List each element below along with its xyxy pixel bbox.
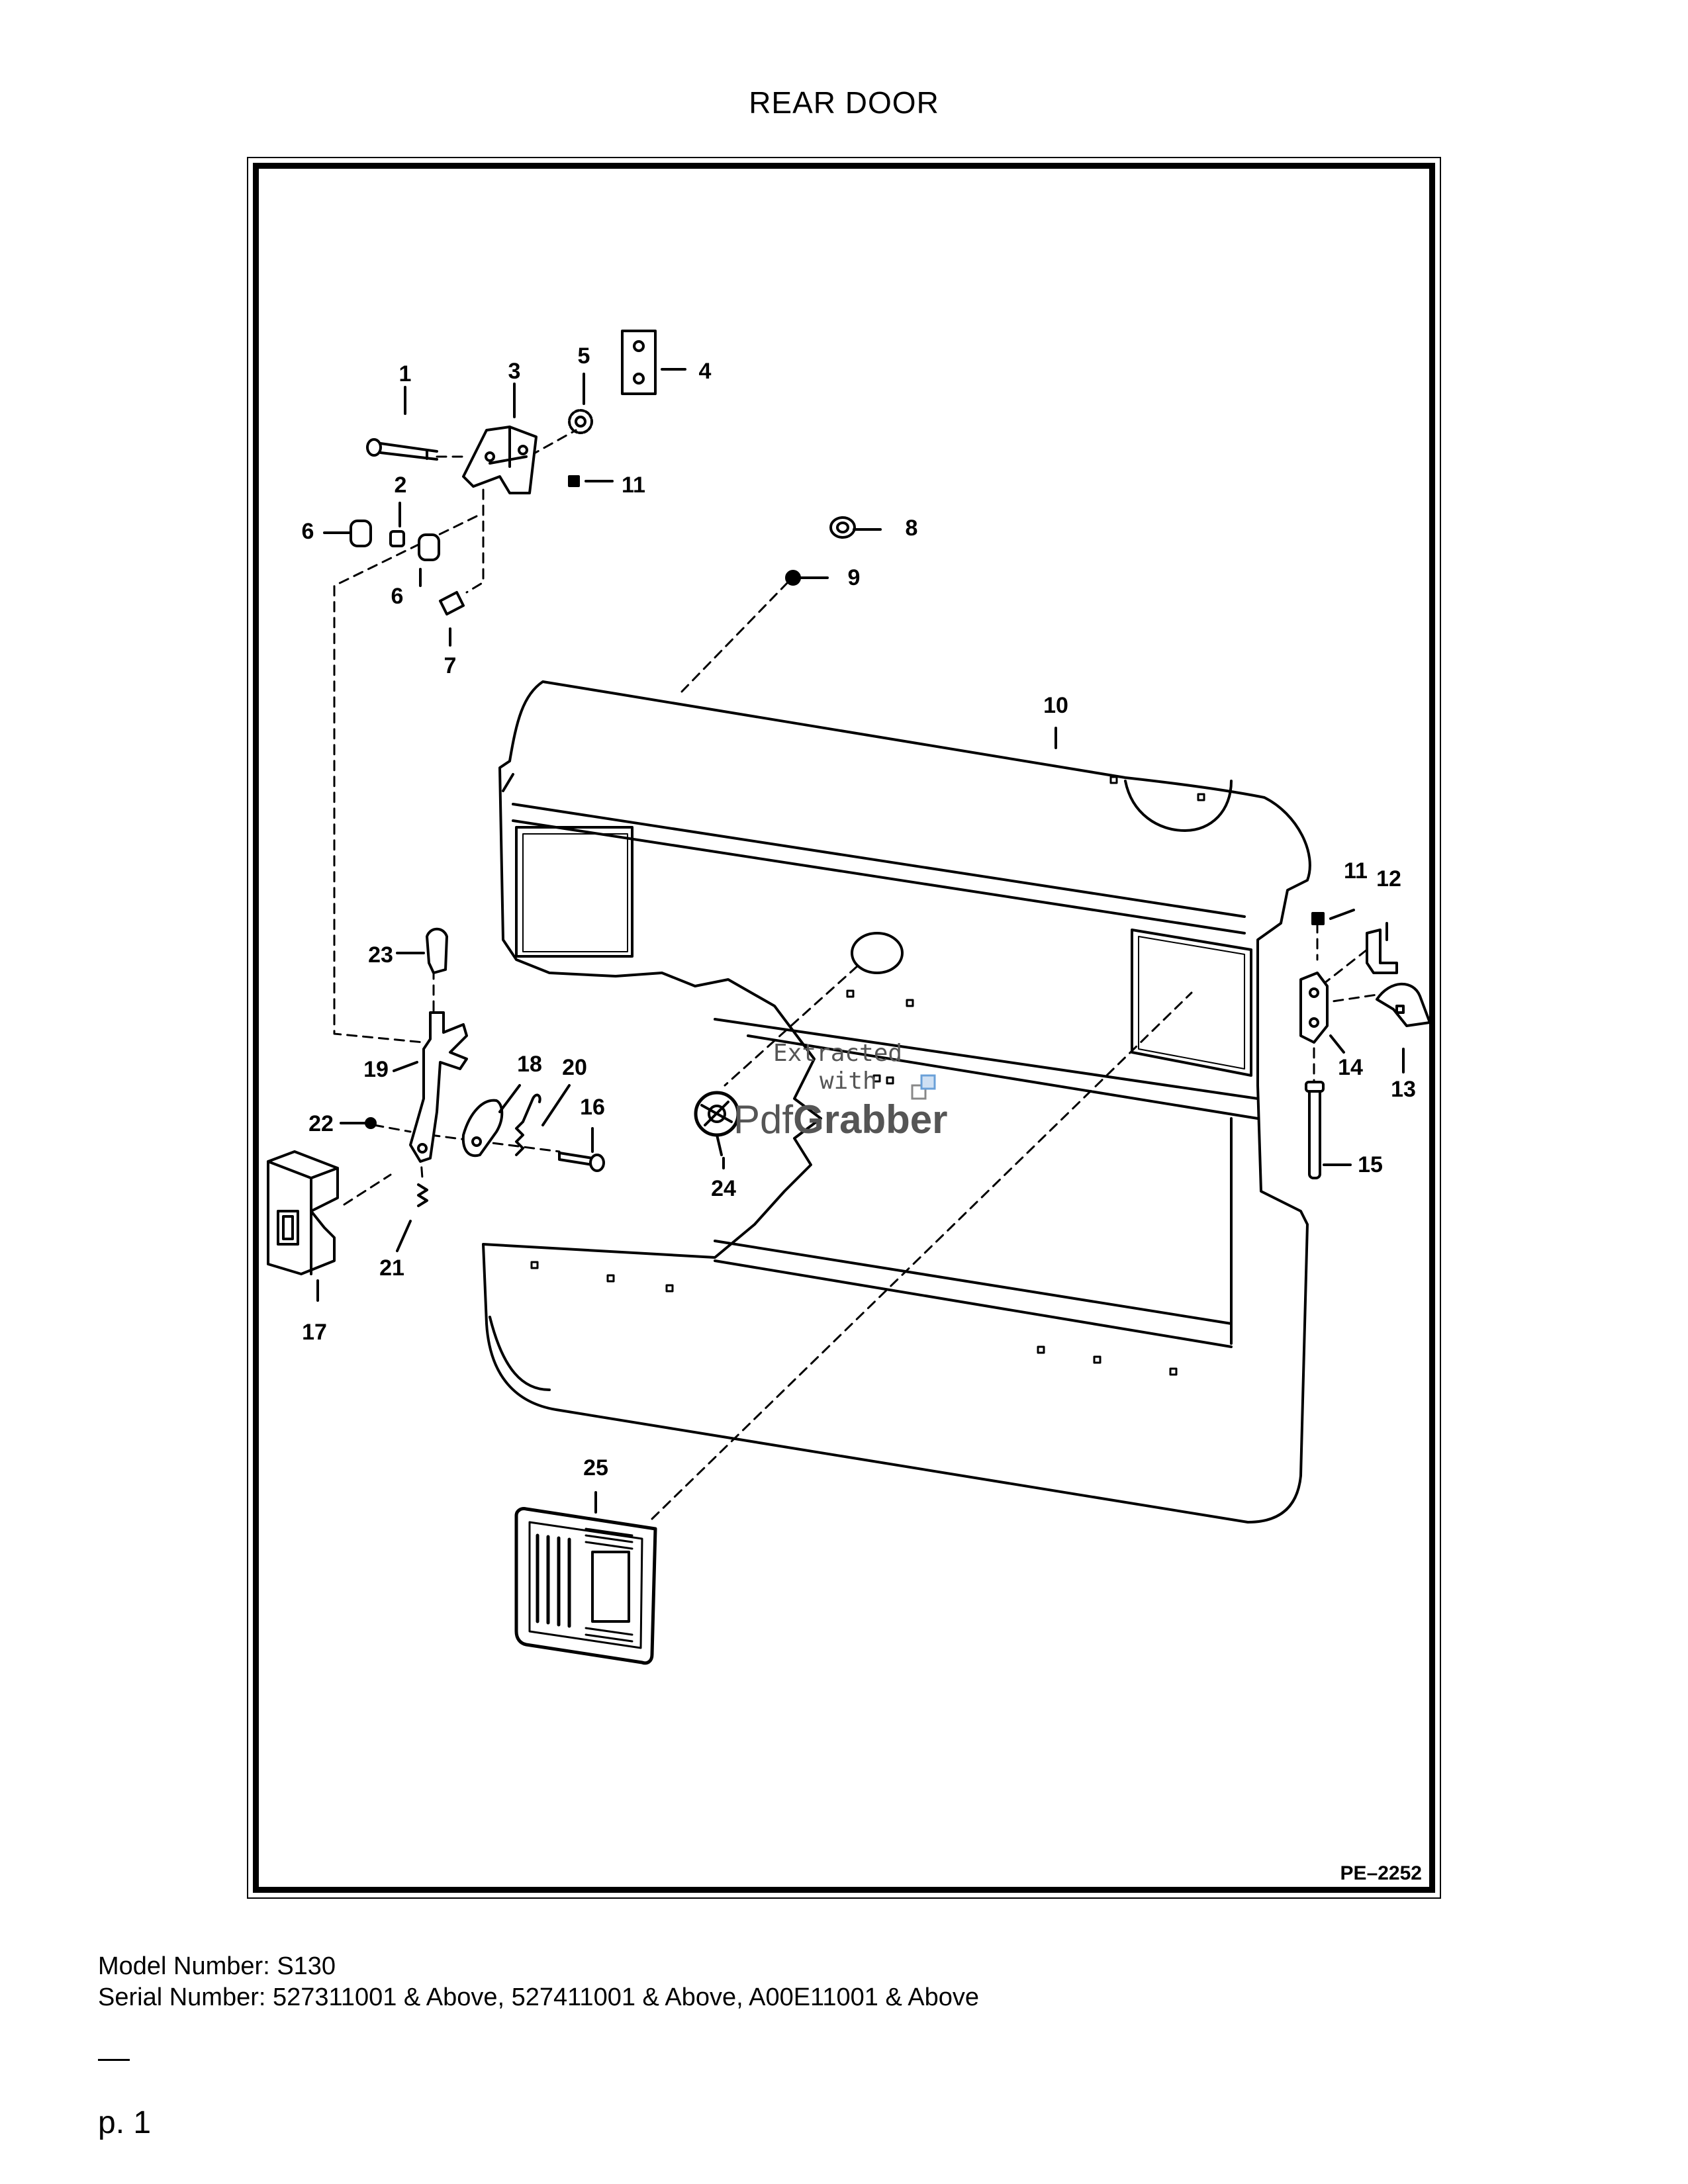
part-21-spring [417, 1183, 428, 1207]
callout-24: 24 [711, 1176, 736, 1201]
callout-3: 3 [508, 359, 521, 384]
part-15-pin [1305, 1081, 1325, 1179]
part-24-lock [694, 1091, 740, 1156]
serial-number: Serial Number: 527311001 & Above, 527411… [98, 1983, 980, 2011]
dash-lock-to-window [724, 965, 859, 1087]
watermark-line2: with [820, 1068, 877, 1095]
part-5-lock-washer [568, 409, 593, 434]
part-20-spring [515, 1093, 541, 1156]
part-9-ball [785, 570, 801, 586]
drawing-frame-outer [247, 157, 1441, 1899]
door-mid-rail-lower [747, 1034, 1259, 1120]
dash-9-to-door [680, 581, 789, 693]
part-18-cam [461, 1099, 504, 1158]
callout-6-left: 6 [302, 519, 314, 544]
dash-hinge-down [465, 488, 485, 594]
callout-23: 23 [368, 942, 393, 968]
callout-10: 10 [1043, 693, 1068, 718]
callout-21: 21 [379, 1255, 404, 1281]
door-top-rail-lower [512, 819, 1246, 934]
watermark-brand-light: Pdf [733, 1097, 793, 1142]
dash-13-to-14 [1323, 991, 1391, 1004]
callout-4: 4 [699, 359, 712, 384]
callout-11-right: 11 [1344, 858, 1368, 884]
part-1-bolt [366, 438, 438, 461]
callout-11-top: 11 [622, 473, 645, 498]
dash-12-to-14 [1319, 948, 1368, 987]
dash-hinge-to-latch [333, 515, 478, 1044]
part-4-plate [621, 330, 657, 395]
dash-latch-to-16 [429, 1134, 561, 1153]
callout-18: 18 [517, 1052, 542, 1077]
callout-14: 14 [1338, 1055, 1363, 1080]
watermark-brand-bold: Grabber [793, 1097, 947, 1142]
callout-7: 7 [444, 653, 457, 678]
door-mid-rail [714, 1018, 1259, 1100]
part-19-lever [409, 1011, 468, 1163]
part-17-striker [267, 1150, 339, 1275]
part-25-grille [514, 1507, 657, 1665]
watermark-brand: PdfGrabber [733, 1097, 947, 1142]
dash-grille-to-window [651, 991, 1193, 1520]
part-6-spacer-right [418, 533, 440, 561]
callout-5: 5 [578, 343, 590, 369]
right-window-inner [1138, 936, 1245, 1069]
dash-22-to-19 [373, 1124, 412, 1133]
callout-20: 20 [562, 1055, 587, 1080]
part-13-cover [1376, 982, 1431, 1027]
part-22-pin [365, 1117, 377, 1129]
part-7-bolt [439, 591, 465, 615]
part-6-spacer-left [350, 520, 372, 547]
dash-17-to-latch [343, 1173, 392, 1206]
part-2-bushing [389, 530, 405, 547]
part-12-clip [1366, 929, 1398, 974]
drawing-id: PE–2252 [1340, 1862, 1422, 1884]
door-lower-left-curve [489, 1316, 551, 1391]
callout-13: 13 [1391, 1077, 1416, 1102]
drawing-frame [253, 163, 1435, 1893]
model-number: Model Number: S130 [98, 1952, 336, 1980]
callout-9: 9 [848, 565, 861, 590]
pdfgrabber-watermark: Extracted with PdfGrabber [733, 1040, 947, 1142]
page-number-rule [98, 2059, 130, 2061]
left-window-inner [522, 833, 628, 952]
part-11-nut [568, 475, 580, 487]
watermark-line1: Extracted [773, 1040, 902, 1067]
page-number: p. 1 [98, 2105, 152, 2140]
part-11-nut-right [1311, 912, 1325, 925]
part-16-bolt [558, 1152, 605, 1172]
left-window [515, 826, 633, 958]
right-window [1131, 929, 1252, 1077]
watermark-logo-icon [911, 1074, 936, 1100]
door-bottom-rail [714, 1240, 1233, 1325]
callout-16: 16 [580, 1095, 605, 1120]
callout-19: 19 [363, 1057, 389, 1082]
dash-hinge-to-washer [515, 429, 577, 465]
part-23-handle [426, 927, 448, 974]
callout-25: 25 [583, 1455, 608, 1480]
callout-8: 8 [906, 516, 918, 541]
callout-1: 1 [399, 361, 412, 387]
callout-17: 17 [302, 1320, 327, 1345]
callout-15: 15 [1358, 1152, 1383, 1177]
door-panel [482, 680, 1311, 1524]
part-3-hinge-bracket [462, 426, 538, 494]
page-title: REAR DOOR [749, 85, 939, 120]
callout-2: 2 [395, 473, 407, 498]
door-bottom-rail-lower [714, 1259, 1233, 1348]
door-round-opening [851, 932, 904, 974]
callout-12: 12 [1376, 866, 1401, 891]
part-8-bushing [829, 516, 856, 539]
door-top-notch [1124, 780, 1233, 832]
callout-6-right: 6 [391, 584, 404, 609]
door-top-rail [512, 803, 1246, 918]
door-upper-edge [502, 773, 514, 792]
callout-22: 22 [308, 1111, 334, 1136]
part-14-bracket [1299, 972, 1329, 1044]
